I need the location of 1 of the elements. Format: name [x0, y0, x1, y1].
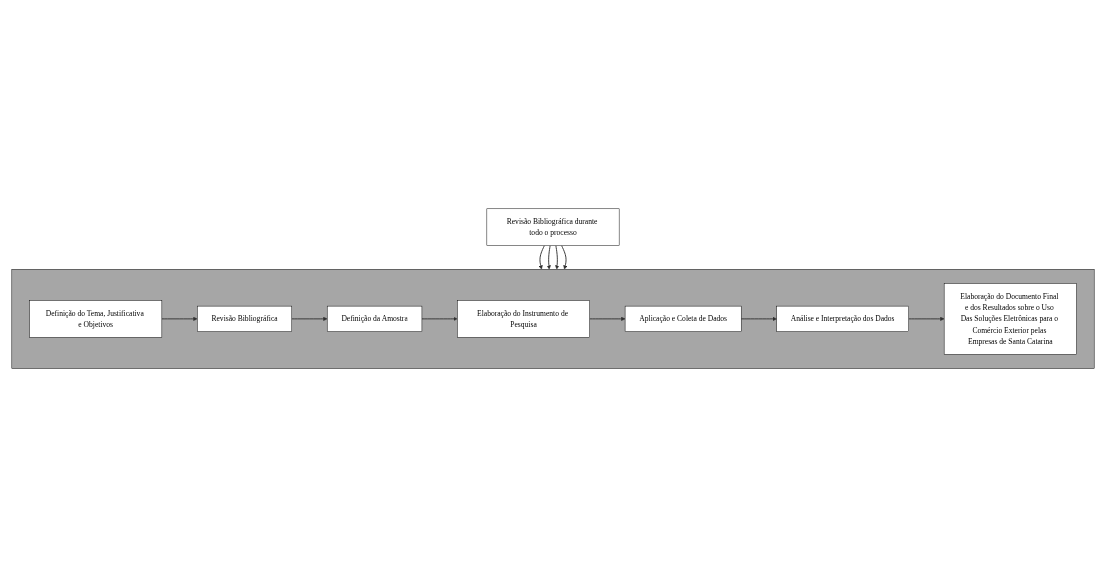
cluster	[11, 269, 1095, 370]
